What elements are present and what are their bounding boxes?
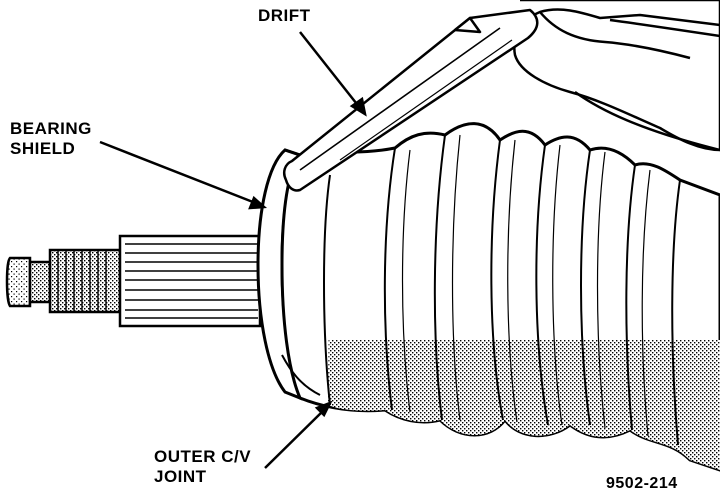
leader-lines (99, 31, 367, 469)
outer-cv-joint-label-line-1: OUTER C/V (154, 447, 252, 466)
drift-label: DRIFT (258, 6, 311, 25)
bearing-shield-label-line-2: SHIELD (10, 139, 76, 158)
hand-illustration (513, 0, 720, 152)
bearing-shield-label-line-1: BEARING (10, 119, 92, 138)
outer-cv-joint-label-line-2: JOINT (154, 467, 207, 486)
drift-tool (283, 8, 539, 192)
axle-shaft (5, 234, 262, 328)
outer-cv-joint-label: OUTER C/V JOINT (154, 447, 251, 487)
bearing-shield-label: BEARING SHIELD (10, 119, 92, 159)
outer-cv-joint (280, 122, 720, 472)
figure-number: 9502-214 (606, 475, 678, 492)
